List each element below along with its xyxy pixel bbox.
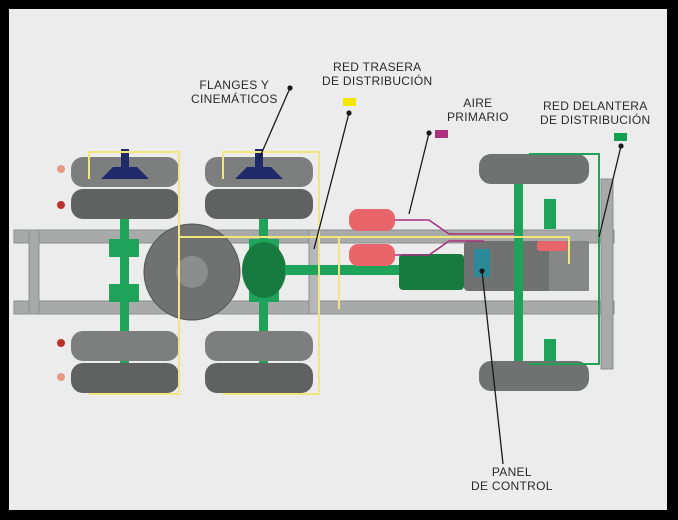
drive-shaft	[285, 254, 464, 290]
primary-air-marker	[435, 130, 448, 138]
label-red-trasera: RED TRASERA DE DISTRIBUCIÓN	[322, 60, 433, 88]
front-network-marker	[614, 133, 627, 141]
air-tanks	[349, 209, 567, 266]
rear-distribution-lines	[88, 151, 570, 395]
front-distribution-lines	[529, 153, 600, 365]
label-panel-control: PANEL DE CONTROL	[471, 465, 553, 493]
leader-lines	[258, 87, 622, 465]
leader-dots	[287, 85, 624, 274]
rear-light	[57, 165, 65, 173]
front-right-tire	[479, 361, 589, 391]
rear-differential	[143, 223, 286, 321]
rear-right-tires-axle-2	[205, 331, 313, 393]
rear-light	[57, 339, 65, 347]
rear-light	[57, 201, 65, 209]
label-aire-primario: AIRE PRIMARIO	[447, 96, 509, 124]
diagram-canvas: FLANGES Y CINEMÁTICOS RED TRASERA DE DIS…	[9, 9, 667, 510]
flange-assembly	[101, 149, 283, 179]
control-panel-block	[474, 249, 490, 277]
label-red-delantera: RED DELANTERA DE DISTRIBUCIÓN	[540, 99, 651, 127]
primary-air-lines	[395, 219, 514, 256]
label-flanges-cinematicos: FLANGES Y CINEMÁTICOS	[191, 78, 278, 106]
front-left-tire	[479, 154, 589, 184]
truck-chassis-diagram	[13, 85, 627, 465]
rear-light	[57, 373, 65, 381]
rear-right-tires-axle-1	[71, 331, 179, 393]
rear-network-marker	[343, 98, 356, 106]
